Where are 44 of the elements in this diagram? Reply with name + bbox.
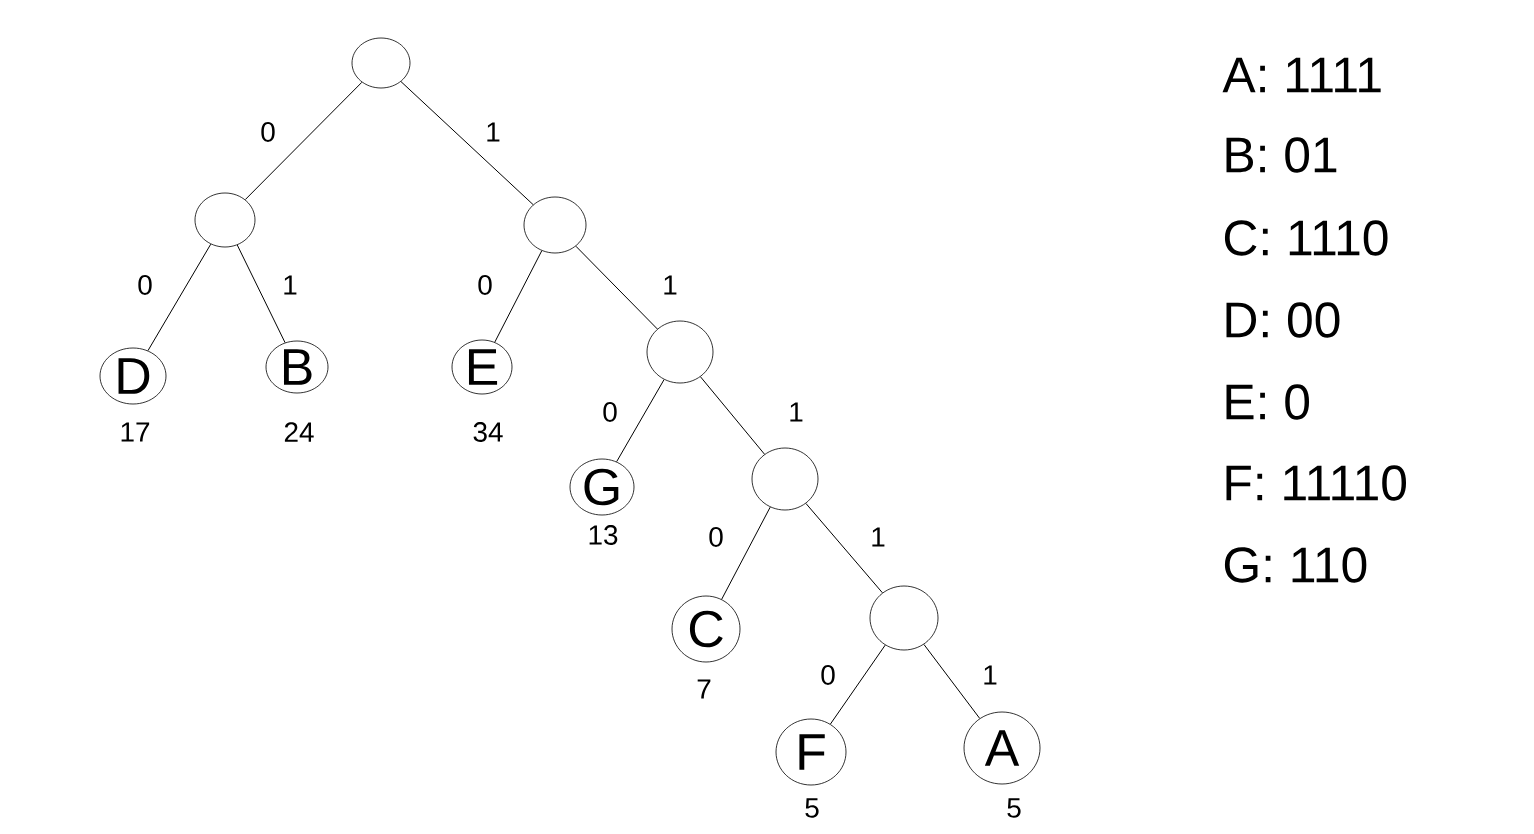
edge-label: 0 [603,402,617,422]
weight-label: 13 [589,525,618,545]
code-label: A: 1111 [1222,57,1381,93]
tree-edge [829,644,886,725]
tree-edge [575,245,658,330]
code-label: D: 00 [1226,302,1340,338]
code-label: G: 110 [1224,547,1367,583]
tree-edge [236,244,286,344]
code-label: F: 11110 [1226,465,1406,501]
edge-label: 1 [284,275,297,295]
weight-label: 5 [805,798,819,818]
edge-label: 1 [872,527,885,547]
empty-circle [351,37,411,89]
code-label: E: 0 [1226,384,1310,420]
weight-label: 7 [697,679,711,699]
empty-circle [646,320,714,384]
empty-circle [751,447,819,511]
empty-circle [194,192,256,248]
edge-label: 0 [478,275,492,295]
edge-label: 1 [664,275,677,295]
tree-edge [400,81,534,206]
weight-label: 17 [121,422,150,442]
edge-label: 1 [487,122,500,142]
edge-label: 1 [790,402,803,422]
edge-label: 0 [709,527,723,547]
empty-circle [869,585,939,651]
tree-edge [923,643,981,719]
weight-label: 24 [284,422,314,442]
edge-label: 1 [984,665,997,685]
code-label: C: 1110 [1224,220,1388,256]
tree-edge [805,502,883,594]
tree-edge [721,506,771,600]
edge-label: 0 [261,122,275,142]
edge-label: 0 [138,275,152,295]
tree-edge [616,379,665,463]
tree-edge [244,81,363,201]
code-label: B: 01 [1226,137,1337,173]
weight-label: 34 [473,422,503,442]
tree-edge [147,243,212,352]
empty-circle [523,196,587,254]
weight-label: 5 [1007,798,1021,818]
tree-edge [700,376,765,455]
edge-label: 0 [821,665,835,685]
tree-edge [494,250,543,343]
